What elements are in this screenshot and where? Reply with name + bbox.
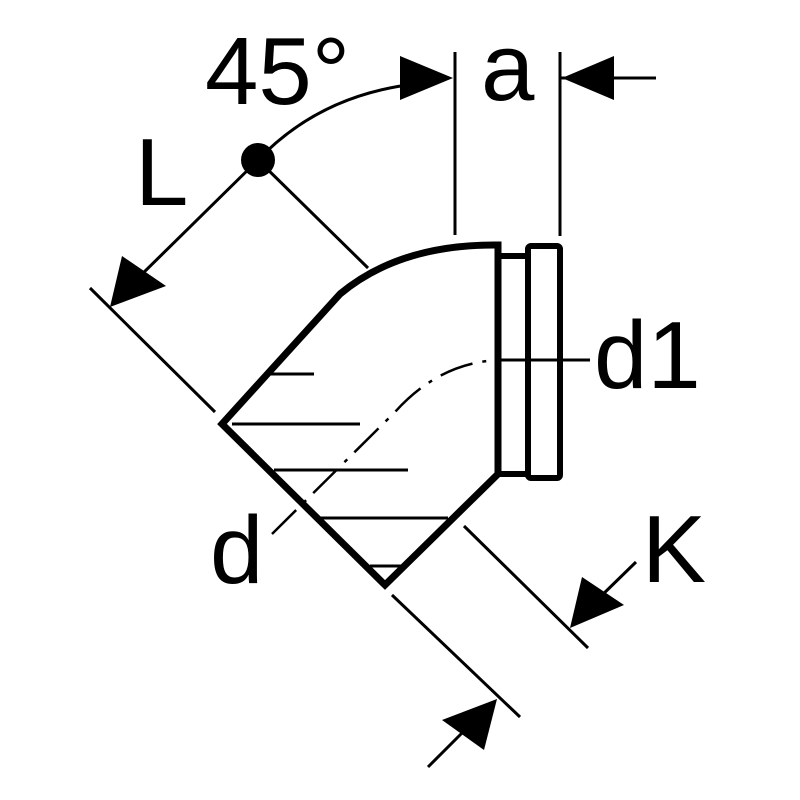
centerline xyxy=(271,358,501,535)
K-label: K xyxy=(642,496,706,603)
L-extension-right xyxy=(256,158,370,270)
angle-label: 45° xyxy=(205,18,350,125)
a-label: a xyxy=(481,14,535,121)
L-extension-left xyxy=(88,286,217,414)
elbow-body-outline xyxy=(217,241,502,590)
L-arrow-line xyxy=(133,158,260,283)
hatching-lines xyxy=(232,372,448,568)
socket-ring-inner xyxy=(495,253,531,477)
K-arrow-icon xyxy=(570,577,624,628)
d-arrow-icon xyxy=(442,699,497,750)
socket-ring-outer xyxy=(525,243,563,481)
angle-arc xyxy=(256,82,416,162)
a-arrow-left-icon xyxy=(400,56,453,100)
d1-label: d1 xyxy=(594,302,701,409)
d-extension xyxy=(390,593,522,719)
d-label: d xyxy=(210,497,263,604)
L-label: L xyxy=(135,119,188,226)
a-arrow-right-icon xyxy=(562,56,614,100)
L-arrow-icon xyxy=(110,256,166,307)
K-extension xyxy=(462,524,590,650)
